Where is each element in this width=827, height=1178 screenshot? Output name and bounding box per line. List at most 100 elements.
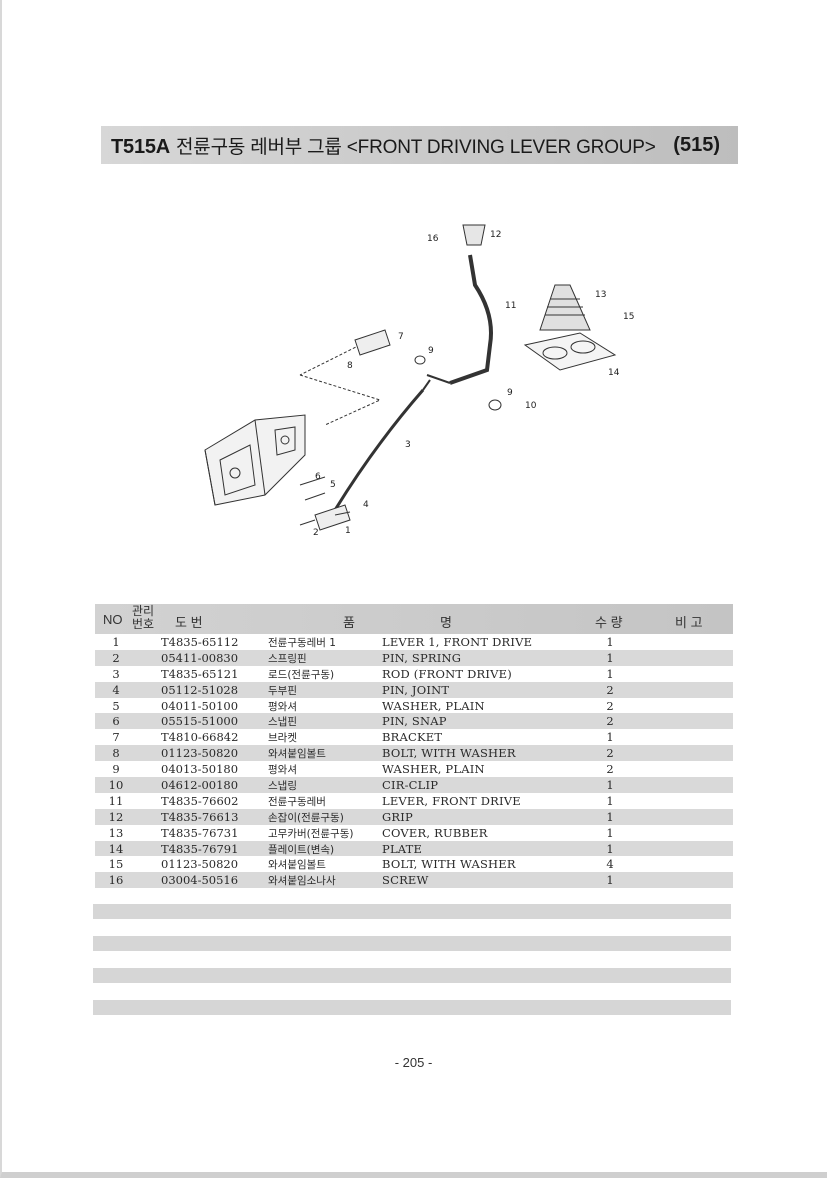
part-name-kor: 두부핀: [268, 684, 297, 697]
part-number: 01123-50820: [161, 746, 239, 761]
quantity: 2: [606, 682, 614, 697]
table-row: 8 01123-50820 와셔붙임볼트 BOLT, WITH WASHER 2: [95, 745, 733, 762]
transmission-housing: [204, 414, 306, 506]
header-quantity: 수 량: [595, 615, 623, 630]
empty-row: [93, 968, 731, 983]
quantity: 1: [606, 793, 614, 808]
quantity: 1: [606, 778, 614, 793]
part-name-eng: CIR-CLIP: [382, 778, 439, 793]
part-number: T4835-76731: [161, 825, 239, 840]
table-row: 9 04013-50180 평와셔 WASHER, PLAIN 2: [95, 761, 733, 777]
part-name-kor: 스냅핀: [268, 716, 297, 729]
part-name-eng: PLATE: [382, 841, 423, 856]
part-number: 03004-50516: [161, 873, 239, 888]
part-name-kor: 손잡이(전륜구동): [268, 811, 344, 824]
callout-3: 3: [405, 440, 411, 450]
part-number: 05515-51000: [161, 714, 239, 729]
part-name-eng: GRIP: [382, 809, 413, 824]
part-name-kor: 로드(전륜구동): [268, 668, 335, 681]
group-code: T515A: [111, 135, 171, 158]
header-mgmt-top: 관리: [131, 604, 155, 618]
quantity: 1: [606, 825, 614, 840]
part-number: T4835-76613: [161, 809, 239, 824]
part-name-eng: LEVER 1, FRONT DRIVE: [382, 635, 533, 649]
callout-14: 14: [608, 368, 620, 378]
quantity: 1: [606, 666, 614, 681]
quantity: 1: [606, 841, 614, 856]
row-number: 9: [112, 762, 120, 777]
exploded-parts-diagram: 1 2 3 4 5 6 7 8 9 9 10 11 12 13 14 15 16: [204, 224, 634, 538]
part-name-eng: COVER, RUBBER: [382, 825, 488, 840]
callout-9a: 9: [428, 346, 434, 356]
part-name-eng: WASHER, PLAIN: [382, 698, 485, 713]
quantity: 2: [606, 746, 614, 761]
part-name-kor: 스냅링: [268, 780, 297, 793]
quantity: 2: [606, 762, 614, 777]
row-number: 15: [108, 857, 124, 872]
part-name-eng: PIN, SNAP: [382, 714, 447, 729]
part-number: 01123-50820: [161, 857, 239, 872]
table-row: 13 T4835-76731 고무카버(전륜구동) COVER, RUBBER 1: [95, 825, 733, 841]
callout-12: 12: [490, 230, 501, 240]
part-number: 04612-00180: [161, 778, 239, 793]
callout-8: 8: [347, 361, 353, 371]
quantity: 1: [606, 730, 614, 745]
empty-row: [93, 1000, 731, 1015]
part-name-eng: WASHER, PLAIN: [382, 762, 485, 777]
part-name-kor: 전륜구동레버: [268, 795, 326, 808]
row-number: 11: [108, 793, 124, 808]
row-number: 14: [108, 841, 124, 856]
group-title: 전륜구동 레버부 그룹 <FRONT DRIVING LEVER GROUP>: [176, 136, 656, 158]
part-name-eng: BOLT, WITH WASHER: [382, 746, 516, 761]
callout-10: 10: [525, 401, 537, 411]
header-management-number: 관리 번호: [131, 605, 155, 631]
callout-4: 4: [363, 500, 369, 510]
part-name-kor: 평와셔: [268, 700, 297, 713]
row-number: 4: [112, 682, 120, 697]
row-number: 2: [112, 650, 120, 665]
callout-16: 16: [427, 234, 439, 244]
row-number: 13: [108, 825, 124, 840]
row-number: 3: [112, 666, 120, 681]
part-number: T4835-65112: [161, 635, 239, 649]
part-name-kor: 평와셔: [268, 764, 297, 777]
row-number: 16: [108, 873, 124, 888]
part-name-kor: 플레이트(변속): [268, 843, 335, 856]
quantity: 2: [606, 714, 614, 729]
callout-1: 1: [345, 526, 351, 536]
callout-13: 13: [595, 290, 606, 300]
part-number: 05112-51028: [161, 682, 239, 697]
parts-table-body: 1 T4835-65112 전륜구동레버 1 LEVER 1, FRONT DRIVE…: [95, 634, 733, 889]
part-number: 05411-00830: [161, 650, 239, 665]
part-name-eng: ROD (FRONT DRIVE): [382, 666, 512, 681]
row-number: 7: [112, 730, 120, 745]
quantity: 1: [606, 635, 614, 649]
part-name-kor: 브라켓: [268, 732, 297, 745]
part-name-kor: 고무카버(전륜구동): [268, 827, 354, 840]
part-name-kor: 전륜구동레버 1: [268, 637, 336, 649]
row-number: 1: [112, 635, 120, 649]
header-name-kor: 품: [343, 615, 355, 630]
part-name-kor: 와셔붙임볼트: [268, 748, 326, 761]
callout-5: 5: [330, 480, 336, 490]
quantity: 2: [606, 698, 614, 713]
callout-9b: 9: [507, 388, 513, 398]
part-number: T4835-76602: [161, 793, 239, 808]
table-row: 3 T4835-65121 로드(전륜구동) ROD (FRONT DRIVE) 1: [95, 666, 733, 682]
part-number: T4835-65121: [161, 666, 239, 681]
page-reference: (515): [673, 133, 720, 156]
quantity: 1: [606, 650, 614, 665]
row-number: 8: [112, 746, 120, 761]
part-number: 04013-50180: [161, 762, 239, 777]
page-number: - 205 -: [394, 1055, 433, 1070]
